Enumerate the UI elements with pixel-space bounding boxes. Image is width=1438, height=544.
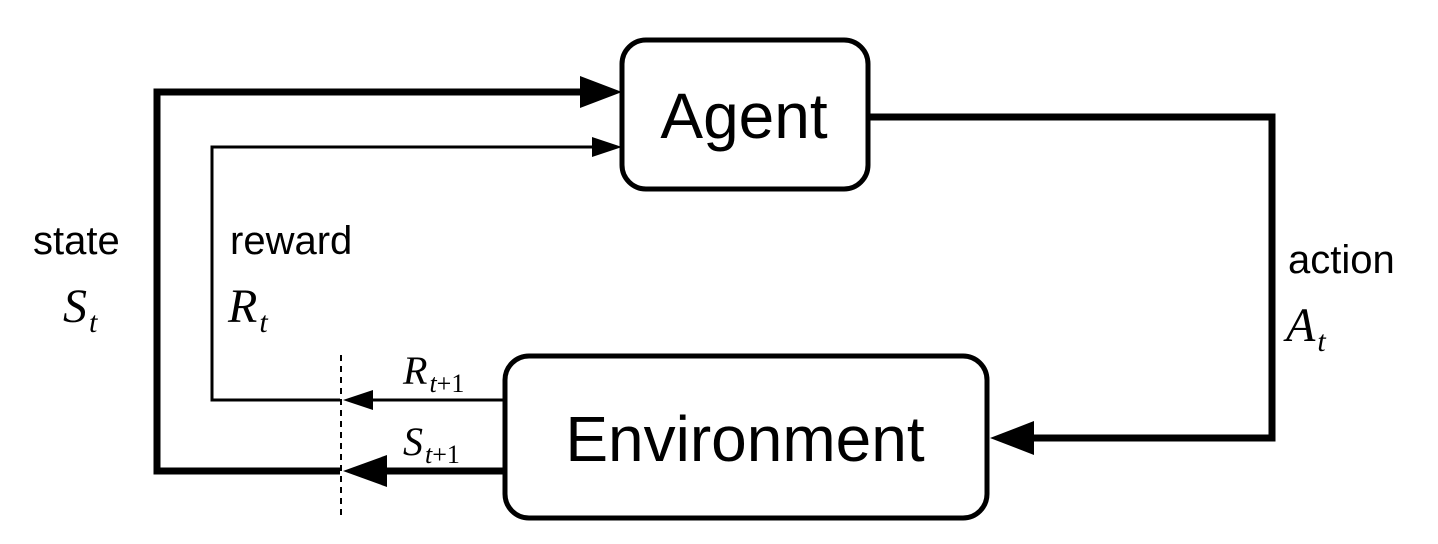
action-arrowhead — [990, 421, 1034, 455]
reward-arrowhead — [592, 137, 622, 157]
agent-node: Agent — [619, 37, 871, 192]
next-reward-symbol: Rt+1 — [402, 348, 464, 398]
state-label: state — [33, 219, 120, 263]
reward-symbol: Rt — [227, 280, 268, 339]
next-reward-arrowhead — [343, 390, 373, 410]
environment-label: Environment — [565, 403, 925, 475]
action-symbol: At — [1283, 299, 1326, 358]
state-arrowhead — [580, 76, 622, 108]
next-reward-arrow — [343, 390, 503, 410]
next-state-arrow — [343, 455, 505, 487]
state-symbol: St — [63, 280, 98, 339]
agent-label: Agent — [660, 80, 827, 152]
next-state-arrowhead — [343, 455, 387, 487]
environment-node: Environment — [502, 353, 990, 521]
next-state-symbol: St+1 — [403, 419, 460, 469]
reward-arrow — [210, 137, 622, 402]
action-arrow — [868, 113, 1276, 455]
state-arrow — [153, 76, 622, 475]
reward-label: reward — [230, 219, 352, 263]
action-label: action — [1288, 238, 1395, 282]
